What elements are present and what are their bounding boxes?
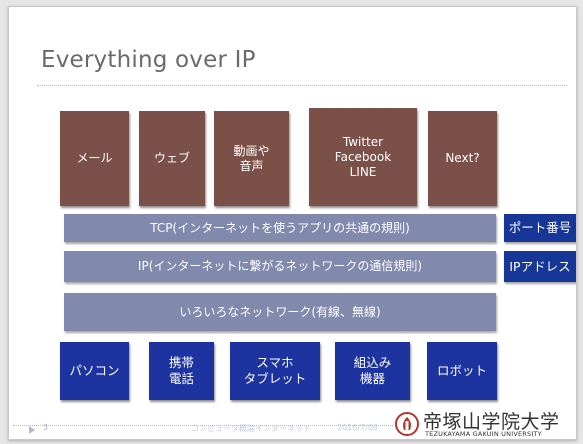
university-logo-name: 帝塚山学院大学 (423, 411, 560, 433)
port-number-label: ポート番号 (504, 214, 576, 242)
app-box-social: Twitter Facebook LINE (309, 108, 417, 206)
title-divider (37, 85, 567, 86)
app-box-video-audio: 動画や 音声 (214, 111, 289, 206)
device-box-embedded: 組込み 機器 (335, 342, 410, 400)
footer-triangle-icon (29, 426, 35, 434)
footer-date: 2016/7/06 (337, 423, 379, 432)
app-box-web: ウェブ (139, 111, 205, 206)
footer-course-title: コンピュータ概論インターネット (191, 424, 311, 433)
university-logo-subtitle: TEZUKAYAMA GAKUIN UNIVERSITY (425, 430, 542, 438)
ip-layer-bar: IP(インターネットに繋がるネットワークの通信規則) (64, 251, 496, 282)
device-box-robot: ロボット (427, 342, 497, 400)
slide-title: Everything over IP (41, 47, 256, 73)
page-number: 3 (43, 423, 49, 432)
ip-address-label: IPアドレス (504, 251, 576, 282)
device-box-pc: パソコン (60, 342, 129, 400)
device-box-smartphone-tablet: スマホ タブレット (230, 342, 320, 400)
footer-divider (13, 425, 393, 426)
device-box-mobile-phone: 携帯 電話 (149, 342, 214, 400)
university-emblem-icon (395, 412, 419, 436)
app-box-mail: メール (60, 111, 129, 206)
network-layer-bar: いろいろなネットワーク(有線、無線) (64, 293, 496, 331)
slide: Everything over IP メール ウェブ 動画や 音声 Twitte… (8, 6, 577, 440)
tcp-layer-bar: TCP(インターネットを使うアプリの共通の規則) (64, 214, 496, 242)
app-box-next: Next? (428, 111, 497, 206)
